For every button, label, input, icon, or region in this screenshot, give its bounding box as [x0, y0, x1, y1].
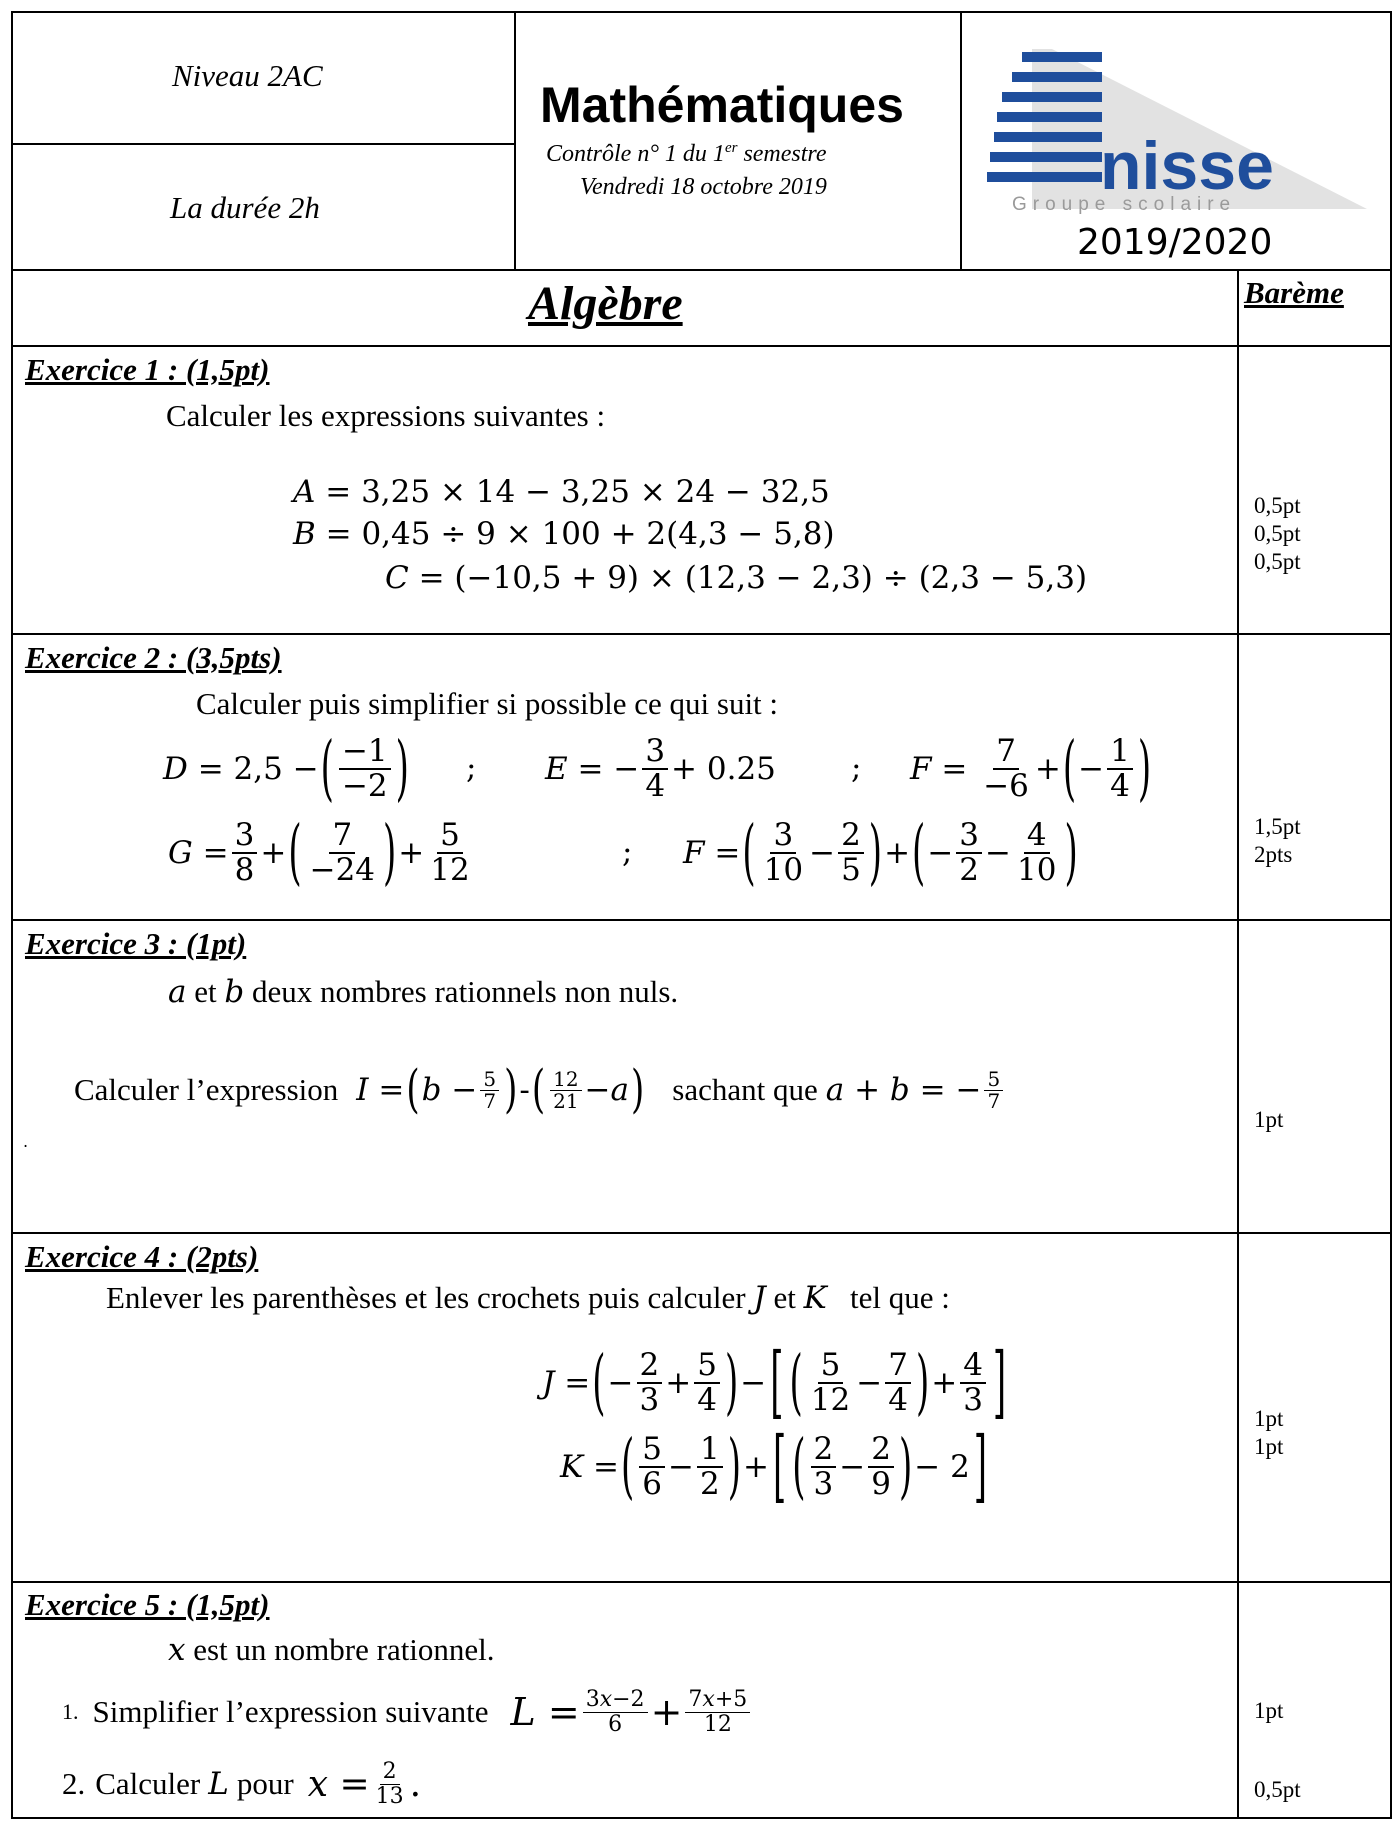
section-rule [11, 345, 1392, 347]
school-logo: nisse Groupe scolaire [982, 44, 1372, 224]
logo-subtext: Groupe scolaire [1012, 194, 1237, 215]
ex4-bareme: 1pt 1pt [1254, 1406, 1284, 1459]
ex1-bottom-rule [11, 633, 1392, 635]
ex1-title: Exercice 1 : (1,5pt) [25, 352, 270, 387]
ex5-item-1: 1. Simplifier l’expression suivante L =3… [62, 1682, 753, 1742]
ex3-statement: a et b deux nombres rationnels non nuls. [168, 974, 679, 1010]
stray-dot: . [23, 1132, 29, 1151]
niveau-label: Niveau 2AC [172, 58, 323, 93]
subject-title: Mathématiques [540, 77, 904, 133]
header-divider-2 [960, 11, 962, 269]
ex3-title: Exercice 3 : (1pt) [25, 926, 247, 961]
ex1-expr-b: B = 0,45 ÷ 9 × 100 + 2(4,3 − 5,8) [293, 516, 835, 552]
header-left-rule [11, 143, 514, 145]
header-divider-1 [514, 11, 516, 269]
ex5-bareme-1: 1pt [1254, 1698, 1284, 1723]
ex2-bareme: 1,5pt 2pts [1254, 814, 1301, 867]
ex2-sep-3: ; [622, 834, 633, 870]
bareme-column-rule [1237, 269, 1239, 1819]
school-year: 2019/2020 [1077, 222, 1273, 263]
ex1-bareme: 0,5pt 0,5pt 0,5pt [1254, 493, 1301, 574]
ex1-expr-c: C = (−10,5 + 9) × (12,3 − 2,3) ÷ (2,3 − … [385, 560, 1088, 596]
ex4-bottom-rule [11, 1581, 1392, 1583]
ex5-bareme-2: 0,5pt [1254, 1777, 1301, 1802]
page-border [11, 11, 1392, 1819]
ex2-title: Exercice 2 : (3,5pts) [25, 640, 282, 675]
ex2-bottom-rule [11, 919, 1392, 921]
ex2-sep-1: ; [466, 750, 477, 786]
ex2-expr-d: D = 2,5 −(−1−2) [163, 727, 409, 811]
ex5-title: Exercice 5 : (1,5pt) [25, 1587, 270, 1622]
ex3-bottom-rule [11, 1232, 1392, 1234]
ex1-expr-a: A = 3,25 × 14 − 3,25 × 24 − 32,5 [293, 474, 830, 510]
duree-label: La durée 2h [170, 190, 320, 225]
ex4-statement: Enlever les parenthèses et les crochets … [106, 1280, 950, 1316]
logo-graphic [987, 49, 1367, 209]
ex5-statement: x est un nombre rationnel. [168, 1632, 495, 1668]
section-title: Algèbre [528, 277, 683, 330]
ex4-title: Exercice 4 : (2pts) [25, 1239, 259, 1274]
ex3-bareme: 1pt [1254, 1107, 1284, 1132]
ex2-sep-2: ; [851, 750, 862, 786]
date-line: Vendredi 18 octobre 2019 [580, 174, 827, 200]
logo-text: nisse [1100, 128, 1274, 204]
header-bottom-rule [11, 269, 1392, 271]
ex2-statement: Calculer puis simplifier si possible ce … [196, 686, 779, 721]
control-line: Contrôle n° 1 du 1er semestre [546, 140, 827, 167]
bareme-header: Barème [1244, 275, 1344, 310]
ex1-statement: Calculer les expressions suivantes : [166, 398, 606, 433]
